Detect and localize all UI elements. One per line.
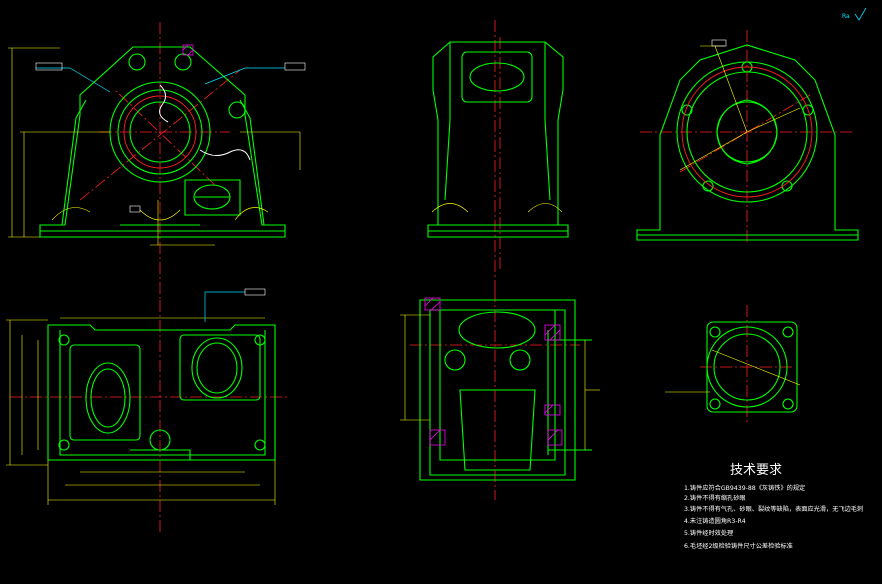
flange-dims [665,349,801,393]
front-view-outline [39,46,286,238]
right-view-red-circle [681,66,813,198]
top-view-leader [204,291,245,322]
roughness-mark-icon: Ra [842,7,867,21]
front-view-leaders [36,67,285,93]
front-view-tolerance-boxes [35,62,306,213]
side-view [427,41,569,238]
section-view-dims [400,314,600,450]
top-view-outline [47,324,276,461]
right-view [636,39,859,241]
tech-requirement-item-1: 1.铸件应符合GB9439-88《灰铸铁》的规定 [684,484,805,492]
right-view-outline [636,44,859,241]
side-view-outline [427,41,569,238]
front-view [8,44,306,246]
tech-requirement-item-3: 3.铸件不得有气孔、砂眼、裂纹等缺陷，表面应光滑，无飞边毛刺 [684,505,863,513]
tech-requirements-title: 技术要求 [730,463,782,478]
front-view-dimensions [8,47,301,246]
front-view-hatch [182,44,194,56]
side-view-dims [431,203,563,213]
top-view-tol-box [244,288,266,296]
tech-requirement-item-4: 4.未注铸造圆角R3-R4 [684,517,746,525]
section-view [400,297,600,481]
front-view-red-circles [123,95,197,169]
tech-requirements: 技术要求 1.铸件应符合GB9439-88《灰铸铁》的规定 2.铸件不得有缩孔砂… [684,463,863,550]
flange-detail [665,321,801,413]
tech-requirement-item-5: 5.铸件经时效处理 [684,529,733,537]
front-view-break [159,84,251,161]
flange-outline [706,321,798,413]
top-view-dims [6,317,276,505]
tech-requirement-item-6: 6.毛坯经2级检验铸件尺寸公差检验标准 [684,542,793,550]
top-view [6,288,276,505]
right-view-tol-box [711,39,727,47]
right-view-dims [679,45,801,171]
roughness-mark-label: Ra [842,13,850,20]
section-view-hatch [424,297,563,446]
tech-requirement-item-2: 2.铸件不得有缩孔砂眼 [684,494,746,502]
